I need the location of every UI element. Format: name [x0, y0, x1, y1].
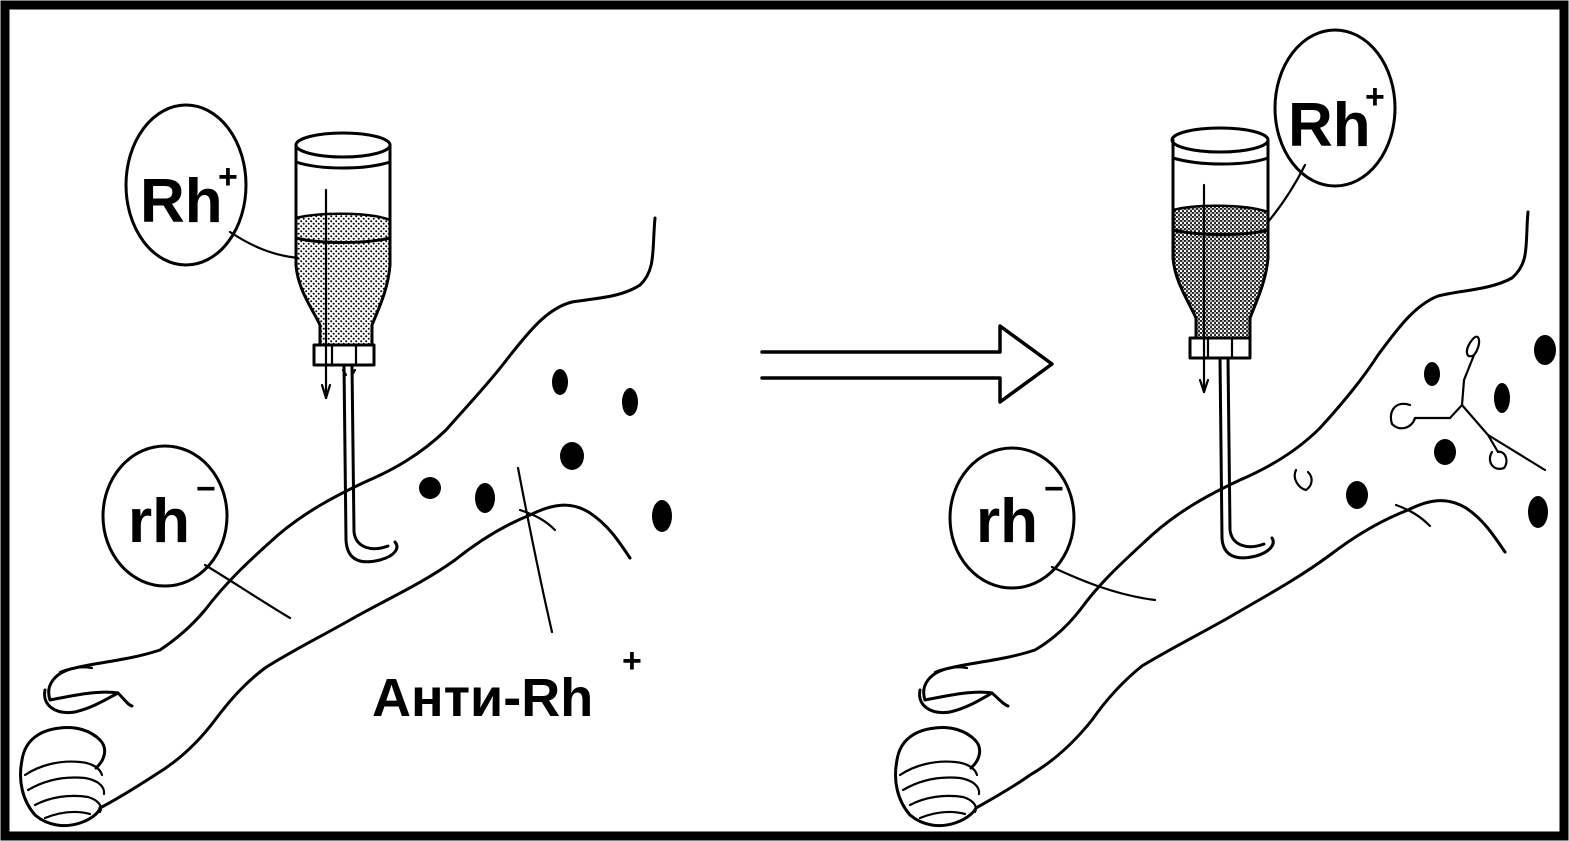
left-iv-bottle — [296, 133, 397, 562]
right-recipient-callout: rh − — [950, 448, 1155, 600]
rh-cell-dot — [1434, 439, 1456, 465]
left-panel: Rh + rh − Анти-Rh + — [21, 105, 672, 826]
rh-cell-dot — [475, 483, 495, 513]
right-donor-sup: + — [1365, 78, 1385, 116]
right-panel: Rh + rh − — [896, 30, 1556, 826]
rh-cell-dot — [1534, 335, 1556, 365]
left-recipient-sup: − — [196, 470, 216, 508]
rh-cell-dot — [419, 477, 441, 499]
rh-cell-dot — [622, 388, 638, 416]
rh-cell-dot — [1528, 496, 1548, 528]
left-antibody-label: Анти-Rh — [372, 668, 593, 728]
rh-cell-dot — [560, 442, 584, 470]
right-donor-label: Rh — [1288, 91, 1371, 160]
right-recipient-sup: − — [1044, 470, 1064, 508]
rh-cell-dot — [1346, 481, 1368, 509]
rh-cell-dot — [1424, 362, 1440, 386]
transition-arrow — [762, 326, 1052, 402]
rh-cell-dot — [552, 369, 568, 395]
left-donor-sup: + — [218, 158, 238, 196]
right-donor-callout: Rh + — [1268, 30, 1395, 222]
left-recipient-label: rh — [128, 487, 190, 556]
left-donor-label: Rh — [140, 167, 223, 236]
rh-cell-dot — [1494, 383, 1510, 413]
right-rh-cells — [1346, 335, 1556, 528]
rh-cell-dot — [652, 500, 672, 532]
right-recipient-label: rh — [976, 487, 1038, 556]
right-iv-bottle — [1172, 128, 1273, 558]
left-recipient-callout: rh − — [103, 446, 290, 618]
left-donor-callout: Rh + — [126, 105, 298, 265]
left-antibody-callout: Анти-Rh + — [372, 468, 642, 728]
left-antibody-sup: + — [622, 642, 642, 680]
